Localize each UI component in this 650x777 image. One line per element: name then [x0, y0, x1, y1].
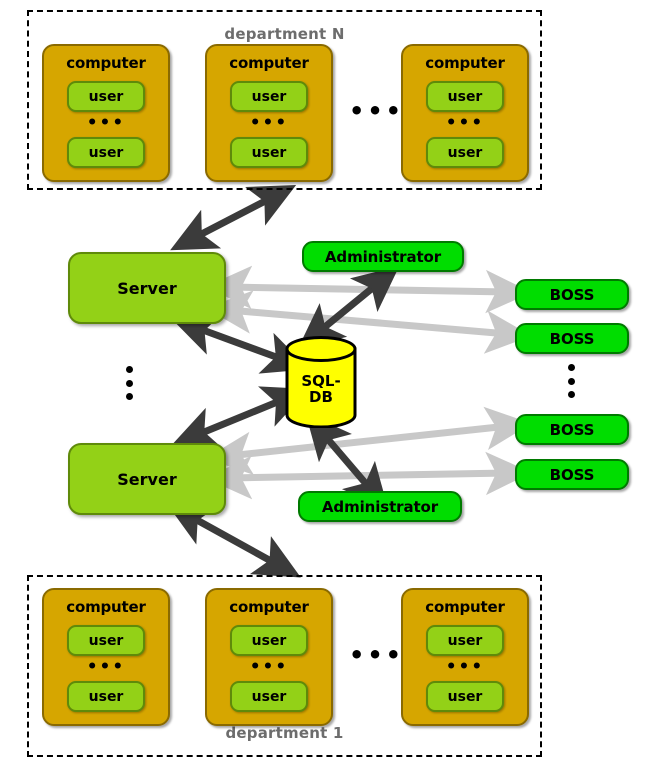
computer-label: computer	[425, 598, 505, 616]
computers-ellipsis-n: •••	[349, 97, 405, 125]
user-box[interactable]: user	[67, 625, 145, 656]
boss-3[interactable]: BOSS	[515, 414, 629, 445]
user-box[interactable]: user	[426, 681, 504, 712]
computers-ellipsis-1: •••	[349, 641, 405, 669]
servers-vertical-ellipsis	[126, 366, 133, 400]
server-top[interactable]: Server	[68, 252, 226, 324]
ellipsis-dot	[126, 379, 133, 387]
user-ellipsis: •••	[86, 657, 126, 677]
computer-1-2[interactable]: computer user ••• user	[205, 588, 333, 726]
user-box[interactable]: user	[230, 81, 308, 112]
user-ellipsis: •••	[445, 657, 485, 677]
user-box[interactable]: user	[67, 137, 145, 168]
connector-server-bottom-sql-db	[171, 386, 310, 449]
computer-label: computer	[425, 54, 505, 72]
boss-2[interactable]: BOSS	[515, 323, 629, 354]
user-ellipsis: •••	[445, 113, 485, 133]
connector-sql-db-administrator-bottom	[305, 412, 389, 511]
connector-server-bottom-department-1	[166, 503, 301, 578]
ellipsis-dot	[568, 391, 575, 398]
ellipsis-dot	[568, 377, 575, 385]
computer-n-1[interactable]: computer user ••• user	[42, 44, 170, 182]
connector-server-top-boss-1	[205, 265, 532, 314]
computer-1-1[interactable]: computer user ••• user	[42, 588, 170, 726]
boss-4[interactable]: BOSS	[515, 459, 629, 490]
connector-sql-db-administrator-top	[297, 265, 400, 350]
department-1-label: department 1	[225, 724, 344, 742]
ellipsis-dot	[126, 366, 133, 373]
user-ellipsis: •••	[249, 657, 289, 677]
connector-server-bottom-boss-4	[205, 451, 532, 500]
department-n-label: department N	[224, 25, 345, 43]
user-box[interactable]: user	[230, 625, 308, 656]
computer-n-2[interactable]: computer user ••• user	[205, 44, 333, 182]
connector-server-top-boss-2	[205, 290, 532, 354]
user-box[interactable]: user	[230, 681, 308, 712]
computer-n-3[interactable]: computer user ••• user	[401, 44, 529, 182]
computer-label: computer	[66, 54, 146, 72]
boss-1[interactable]: BOSS	[515, 279, 629, 310]
user-ellipsis: •••	[86, 113, 126, 133]
user-box[interactable]: user	[426, 81, 504, 112]
computer-1-3[interactable]: computer user ••• user	[401, 588, 529, 726]
computer-label: computer	[229, 598, 309, 616]
department-1-container: department 1	[27, 575, 542, 757]
user-box[interactable]: user	[67, 681, 145, 712]
ellipsis-dot	[568, 364, 575, 371]
administrator-bottom[interactable]: Administrator	[298, 491, 462, 522]
connector-server-top-department-n	[170, 185, 297, 251]
user-ellipsis: •••	[249, 113, 289, 133]
user-box[interactable]: user	[426, 137, 504, 168]
user-box[interactable]: user	[426, 625, 504, 656]
computer-label: computer	[229, 54, 309, 72]
ellipsis-dot	[126, 393, 133, 400]
user-box[interactable]: user	[230, 137, 308, 168]
sql-db-cylinder[interactable]: SQL- DB	[284, 336, 358, 429]
computer-label: computer	[66, 598, 146, 616]
administrator-top[interactable]: Administrator	[302, 241, 464, 272]
connector-server-bottom-boss-3	[205, 406, 532, 476]
bosses-vertical-ellipsis	[568, 364, 575, 398]
department-n-container: department N	[27, 10, 542, 190]
connector-server-top-sql-db	[170, 313, 310, 374]
user-box[interactable]: user	[67, 81, 145, 112]
server-bottom[interactable]: Server	[68, 443, 226, 515]
